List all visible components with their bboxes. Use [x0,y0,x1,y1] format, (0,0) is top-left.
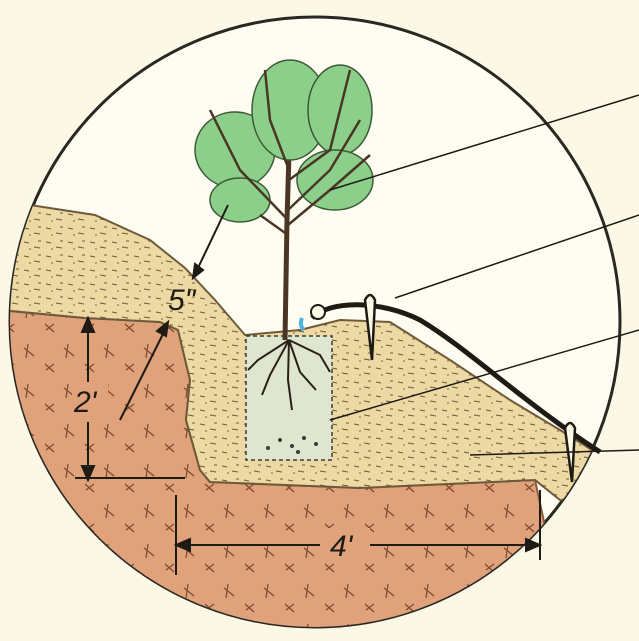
bed-width-label: 4' [330,530,354,563]
bed-height-label: 2' [73,386,98,419]
root-ball [246,336,332,460]
mound-depth-label: 5" [168,284,197,317]
